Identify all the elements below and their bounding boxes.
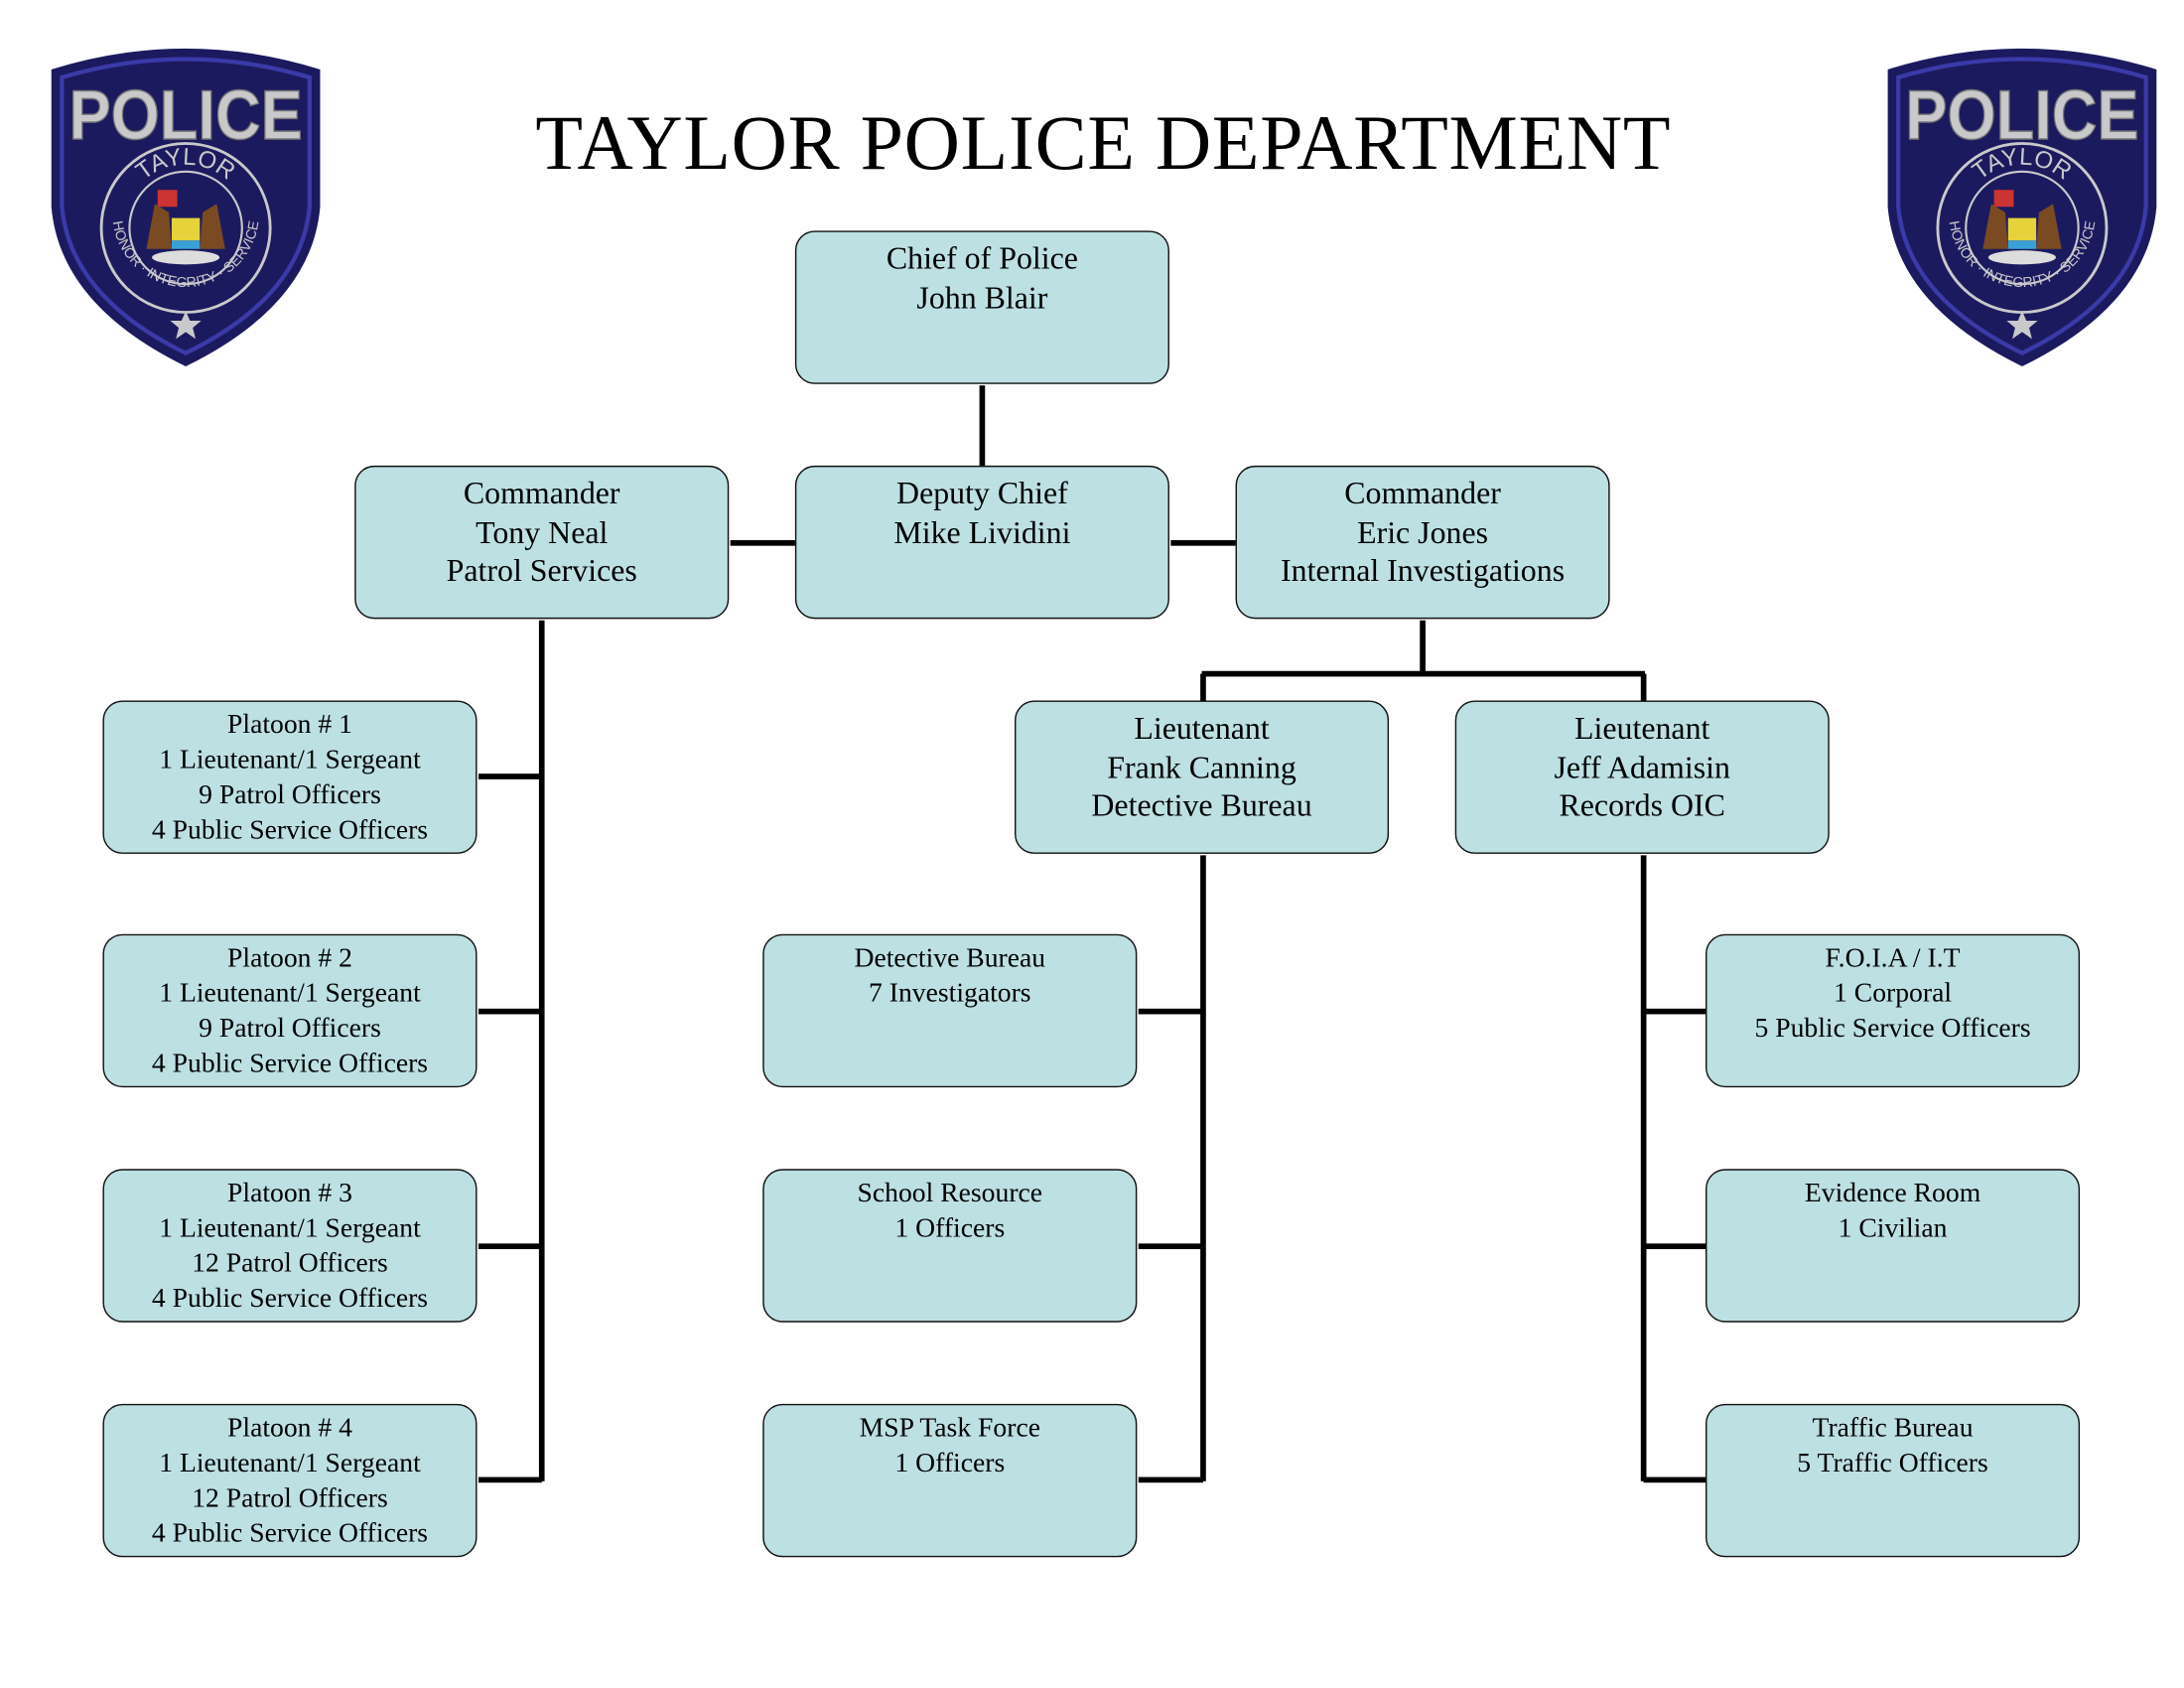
org-box-line: Detective Bureau — [854, 943, 1046, 974]
connector-line — [478, 1009, 542, 1015]
org-box-foia-it: F.O.I.A / I.T 1 Corporal 5 Public Service … — [1706, 933, 2081, 1088]
org-box-line: 1 Lieutenant/1 Sergeant — [159, 979, 421, 1009]
org-box-line: MSP Task Force — [859, 1413, 1040, 1444]
org-box-line: Records OIC — [1559, 787, 1725, 823]
org-box-line: 1 Lieutenant/1 Sergeant — [159, 1449, 421, 1478]
org-box-line: John Blair — [916, 279, 1048, 315]
connector-line — [730, 540, 795, 546]
connector-line — [1138, 1243, 1203, 1249]
org-box-line: Traffic Bureau — [1812, 1413, 1974, 1444]
connector-line — [979, 385, 985, 466]
org-box-platoon1: Platoon # 1 1 Lieutenant/1 Sergeant 9 Patr… — [102, 700, 478, 854]
org-box-line: Platoon # 3 — [227, 1179, 352, 1208]
connector-line — [1170, 540, 1236, 546]
org-box-platoon3: Platoon # 3 1 Lieutenant/1 Sergeant 12 Pat… — [102, 1169, 478, 1323]
connector-line — [1138, 1009, 1203, 1015]
connector-line — [478, 774, 542, 779]
org-box-line: 9 Patrol Officers — [199, 780, 381, 811]
org-box-line: Detective Bureau — [1091, 787, 1312, 823]
org-box-msp-task-force: MSP Task Force 1 Officers — [762, 1403, 1138, 1558]
org-box-line: Tony Neal — [476, 513, 609, 550]
org-box-line: Lieutenant — [1134, 710, 1270, 746]
org-box-platoon2: Platoon # 2 1 Lieutenant/1 Sergeant 9 Patr… — [102, 933, 478, 1088]
connector-line — [1420, 620, 1426, 674]
org-box-line: Deputy Chief — [896, 475, 1068, 511]
org-box-line: Patrol Services — [446, 552, 637, 589]
org-box-platoon4: Platoon # 4 1 Lieutenant/1 Sergeant 12 Pat… — [102, 1403, 478, 1558]
connector-line — [1643, 1243, 1706, 1249]
org-box-line: 1 Civilian — [1838, 1213, 1948, 1244]
org-box-line: 12 Patrol Officers — [192, 1483, 388, 1514]
org-box-line: 1 Officers — [894, 1213, 1006, 1244]
org-box-line: Frank Canning — [1107, 749, 1297, 784]
org-box-line: 4 Public Service Officers — [151, 1049, 429, 1079]
org-box-line: 1 Lieutenant/1 Sergeant — [159, 1213, 421, 1244]
connector-line — [478, 1243, 542, 1249]
police-patch-icon: POLICE TAYLOR HONOR · INTEGRITY · SERVIC… — [50, 47, 322, 368]
org-box-line: Eric Jones — [1357, 513, 1489, 550]
org-box-line: Platoon # 1 — [227, 710, 352, 741]
org-box-line: F.O.I.A / I.T — [1825, 943, 1961, 974]
org-box-line: 5 Public Service Officers — [1754, 1014, 2031, 1045]
org-box-line: Lieutenant — [1574, 710, 1710, 746]
org-box-line: School Resource — [857, 1179, 1043, 1208]
org-box-line: Jeff Adamisin — [1554, 749, 1730, 784]
org-box-line: Chief of Police — [886, 240, 1078, 276]
connector-line — [1138, 1477, 1203, 1482]
org-box-line: Mike Lividini — [893, 513, 1071, 550]
org-box-line: Internal Investigations — [1281, 552, 1566, 589]
connector-line — [1201, 671, 1646, 677]
svg-text:POLICE: POLICE — [68, 76, 302, 155]
connector-line — [1643, 1009, 1706, 1015]
connector-line — [1641, 673, 1647, 701]
org-box-line: 4 Public Service Officers — [151, 1519, 429, 1549]
connector-line — [1200, 855, 1206, 1481]
org-box-line: 4 Public Service Officers — [151, 815, 429, 846]
connector-line — [1643, 1477, 1706, 1482]
connector-line — [1200, 673, 1206, 701]
police-patch-icon: POLICE TAYLOR HONOR · INTEGRITY · SERVIC… — [1886, 47, 2158, 368]
org-box-line: Commander — [1344, 475, 1501, 511]
org-box-line: 1 Lieutenant/1 Sergeant — [159, 745, 421, 775]
connector-line — [539, 620, 545, 1481]
org-box-evidence-room: Evidence Room 1 Civilian — [1706, 1169, 2081, 1323]
org-box-line: Commander — [463, 475, 620, 511]
org-box-detective-bureau: Detective Bureau 7 Investigators — [762, 933, 1138, 1088]
org-box-school-resource: School Resource 1 Officers — [762, 1169, 1138, 1323]
org-box-line: 9 Patrol Officers — [199, 1014, 381, 1045]
connector-line — [478, 1477, 542, 1482]
org-box-line: 5 Traffic Officers — [1797, 1449, 1988, 1478]
connector-line — [1641, 855, 1647, 1481]
org-box-line: 7 Investigators — [869, 979, 1031, 1009]
org-box-line: Platoon # 4 — [227, 1413, 352, 1444]
org-box-line: 4 Public Service Officers — [151, 1284, 429, 1315]
org-box-line: 12 Patrol Officers — [192, 1249, 388, 1279]
org-box-line: Evidence Room — [1804, 1179, 1981, 1208]
org-box-line: 1 Corporal — [1834, 979, 1953, 1009]
page-title: TAYLOR POLICE DEPARTMENT — [535, 99, 1672, 187]
org-box-line: Platoon # 2 — [227, 943, 352, 974]
org-box-traffic-bureau: Traffic Bureau 5 Traffic Officers — [1706, 1403, 2081, 1558]
org-box-line: 1 Officers — [894, 1449, 1006, 1478]
